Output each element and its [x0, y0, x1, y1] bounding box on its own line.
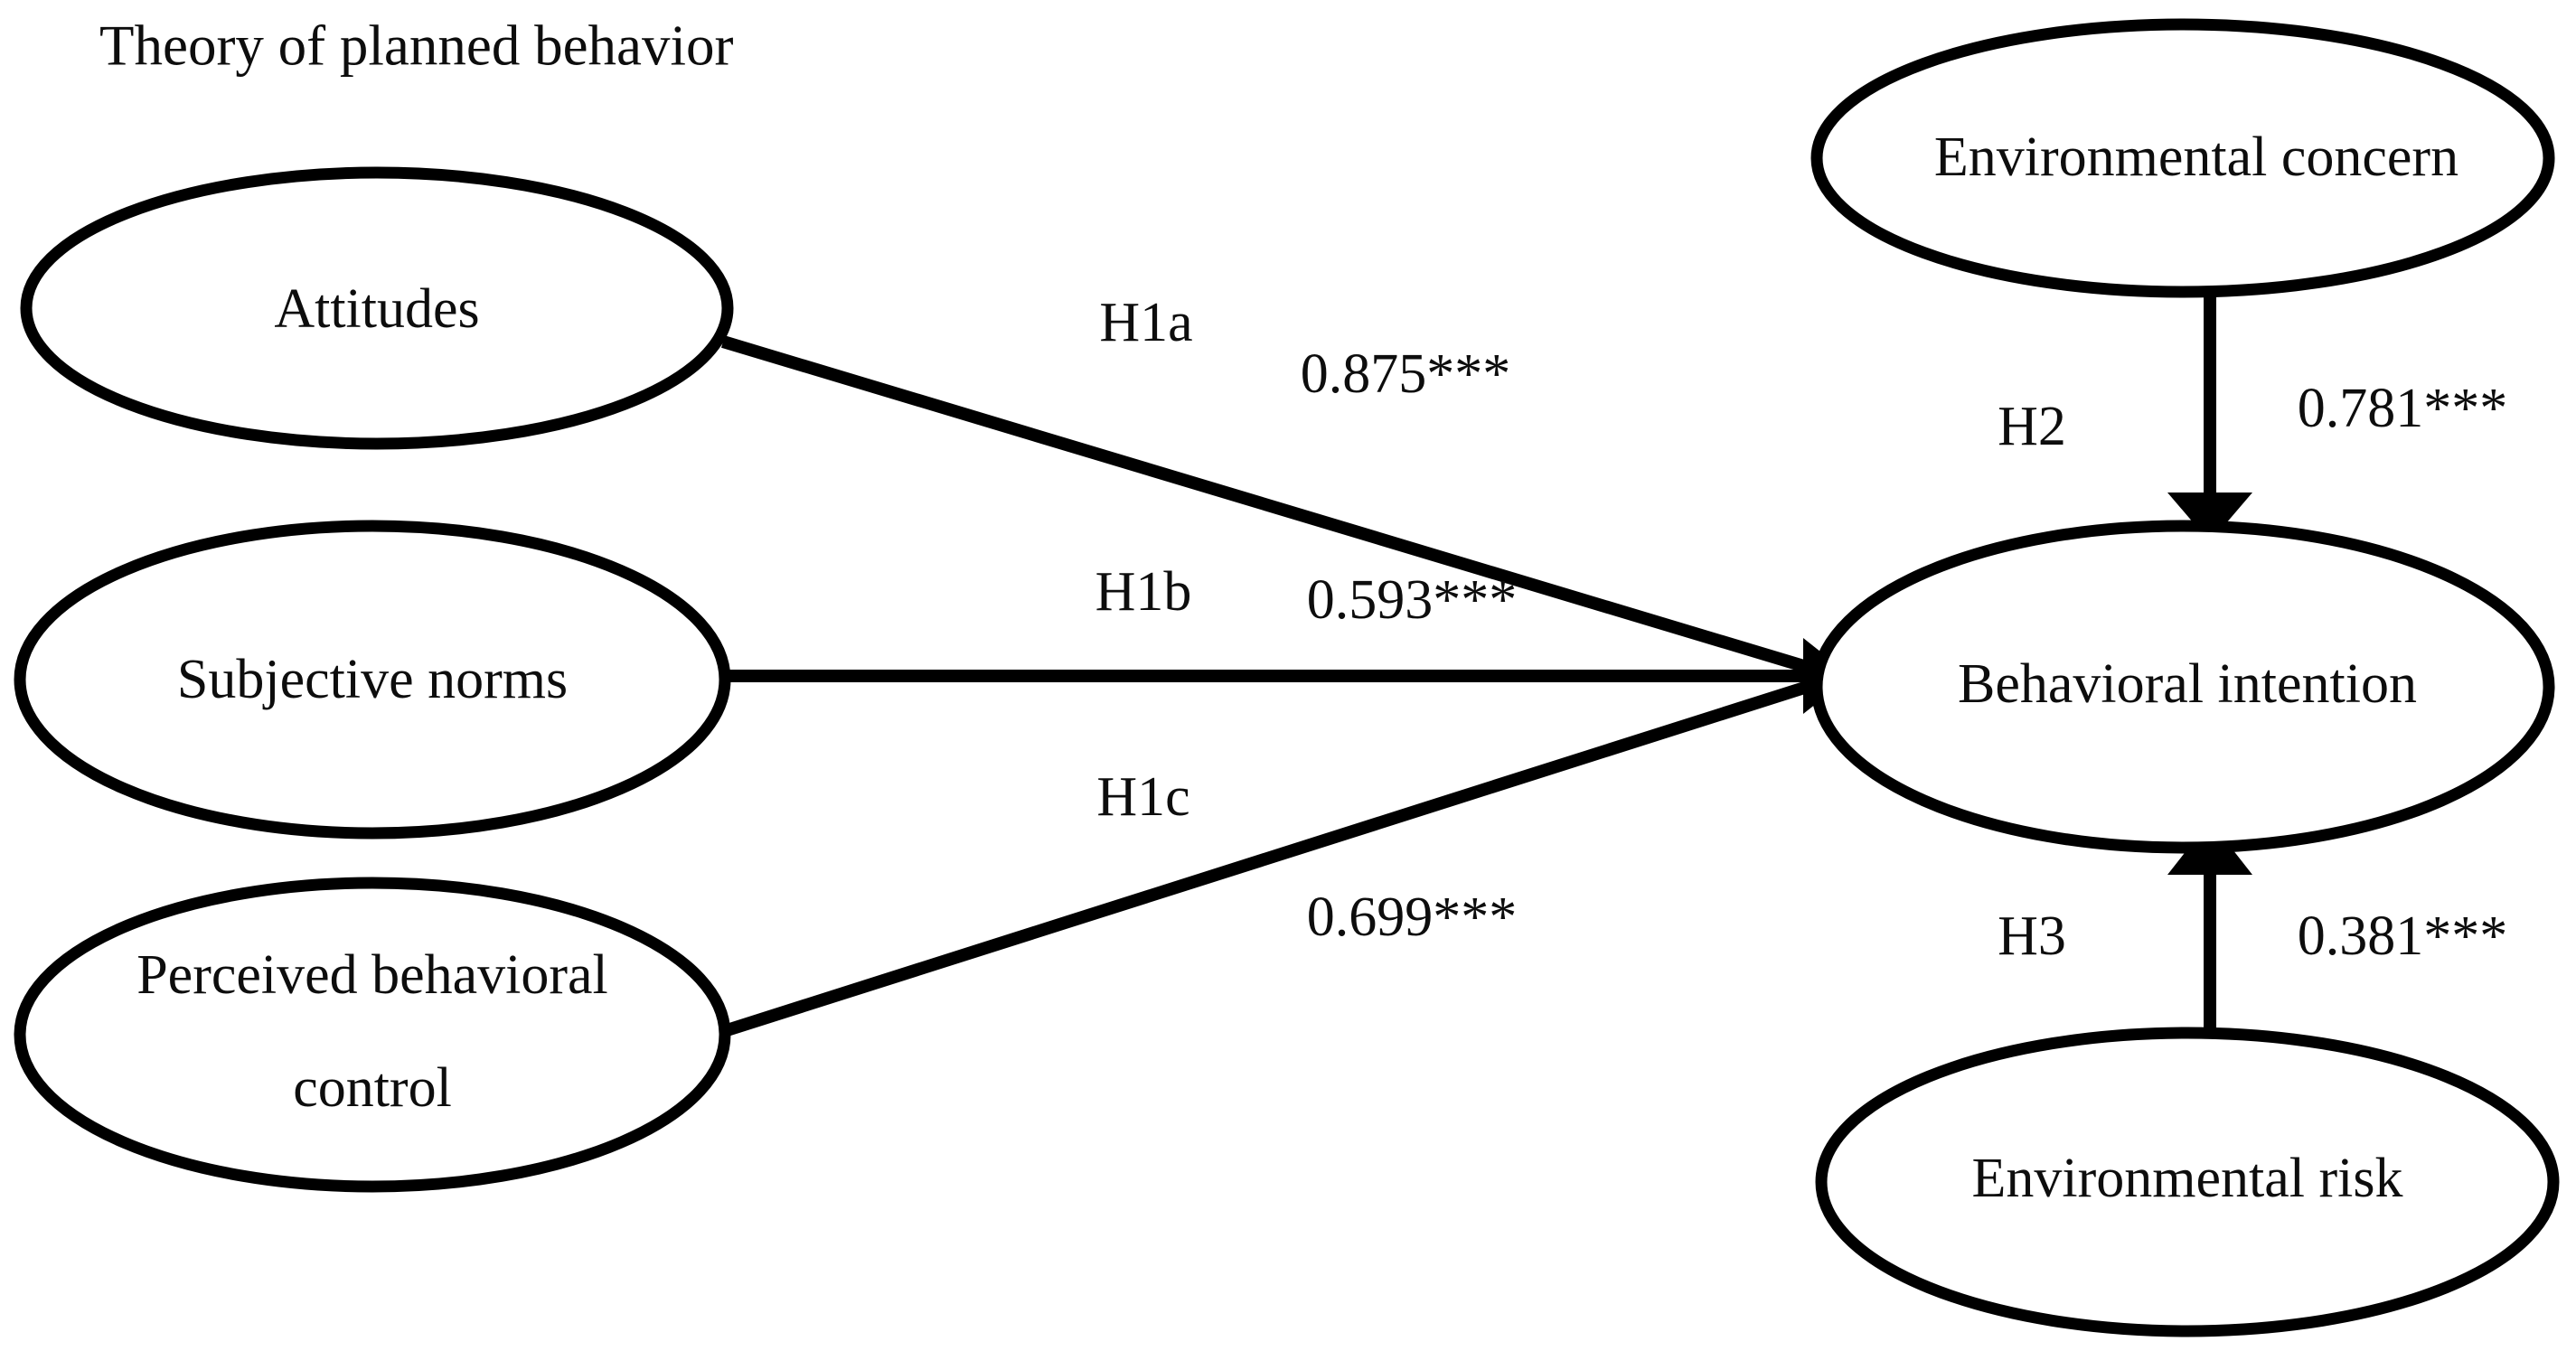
node-environmental-risk[interactable]: Environmental risk	[1815, 1027, 2560, 1337]
path-coefficient-h1a: 0.875***	[1301, 343, 1511, 405]
node-attitudes[interactable]: Attitudes	[20, 166, 734, 450]
node-attitudes-label: Attitudes	[274, 278, 479, 340]
node-behavioral-intention-label: Behavioral intention	[1958, 653, 2417, 715]
node-subjective-norms[interactable]: Subjective norms	[14, 520, 731, 840]
node-environmental-concern[interactable]: Environmental concern	[1810, 18, 2555, 298]
node-subjective-norms-ellipse	[14, 520, 731, 840]
path-label-h2: H2	[1998, 396, 2066, 457]
node-perceived-behavioral-control-ellipse	[14, 877, 731, 1193]
node-perceived-behavioral-control-label-line1: Perceived behavioral	[136, 944, 608, 1006]
path-label-h3: H3	[1998, 905, 2066, 967]
node-perceived-behavioral-control-label-line2: control	[293, 1057, 452, 1119]
path-coefficient-h2: 0.781***	[2298, 378, 2508, 439]
node-environmental-risk-ellipse	[1815, 1027, 2560, 1337]
node-environmental-concern-ellipse	[1810, 18, 2555, 298]
arrow-head-h2-down	[2167, 493, 2252, 542]
node-behavioral-intention-ellipse	[1810, 520, 2555, 854]
node-perceived-behavioral-control[interactable]: Perceived behavioral control	[14, 877, 731, 1193]
path-label-h1a: H1a	[1099, 292, 1192, 353]
path-line-h1c	[719, 677, 1821, 1038]
path-label-h1c: H1c	[1096, 766, 1189, 828]
node-behavioral-intention[interactable]: Behavioral intention	[1810, 520, 2555, 854]
node-attitudes-ellipse	[20, 166, 734, 450]
path-coefficient-h1c: 0.699***	[1307, 887, 1518, 948]
figure-title: Theory of planned behavior	[99, 14, 734, 77]
node-environmental-concern-label: Environmental concern	[1934, 127, 2458, 188]
node-subjective-norms-label: Subjective norms	[177, 649, 568, 710]
path-line-h1a	[720, 335, 1821, 677]
path-label-h1b: H1b	[1095, 561, 1192, 623]
node-environmental-risk-label: Environmental risk	[1972, 1148, 2403, 1209]
path-coefficient-h3: 0.381***	[2298, 905, 2508, 967]
path-coefficient-h1b: 0.593***	[1307, 569, 1518, 631]
